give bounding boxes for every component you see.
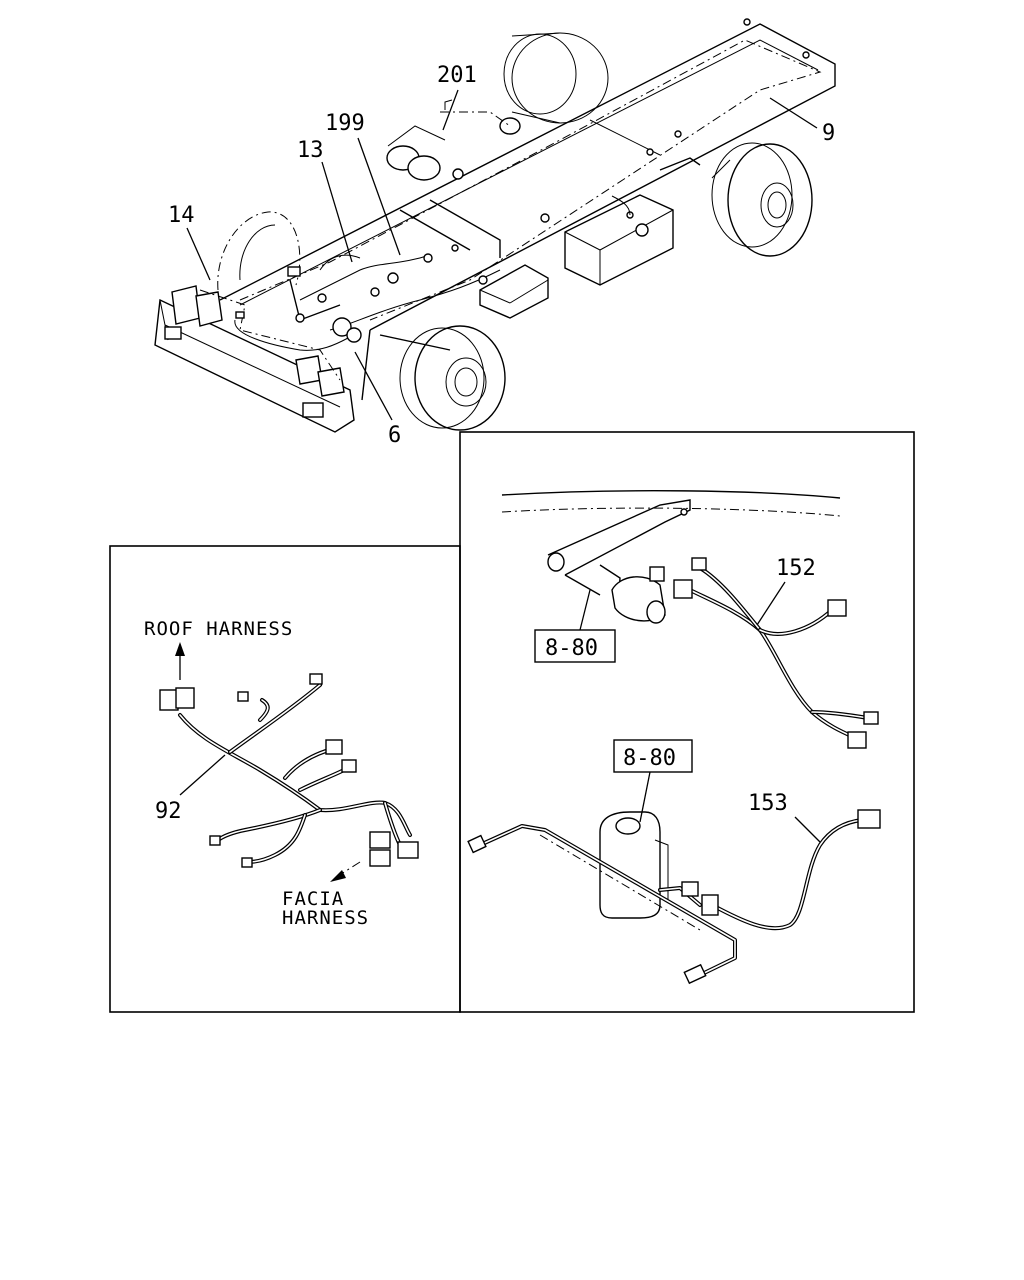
leader-6: [354, 351, 393, 421]
roof-harness-arrow: [175, 642, 185, 680]
washer-tank: [599, 811, 669, 919]
connector-152b: [673, 579, 693, 599]
leader-199: [357, 137, 401, 256]
connector-153c: [857, 809, 881, 829]
connector-92-facia-a: [369, 831, 391, 849]
facia-harness-arrow: [330, 861, 361, 882]
headlamps: [171, 285, 345, 397]
main-harness-line: [239, 39, 822, 321]
connector-92-c: [237, 691, 249, 702]
wiper-motor-assembly: [547, 499, 691, 624]
leader-92: [179, 754, 226, 796]
top-callouts: 201 199 13 14 9 6: [168, 63, 835, 448]
rear-tire-top: [503, 32, 609, 124]
front-tire-front: [399, 325, 506, 431]
callout-6: 6: [388, 423, 401, 448]
roof-harness-label: ROOF HARNESS: [144, 618, 293, 640]
front-tire-back: [217, 211, 301, 291]
leader-153: [794, 816, 821, 843]
leader-ref-upper: [579, 589, 591, 631]
harness-153: [658, 809, 881, 931]
fuel-tank: [564, 194, 674, 286]
connector-152c: [827, 599, 847, 617]
facia-label-line2: HARNESS: [282, 907, 369, 929]
connector-92-facia-c: [397, 841, 419, 859]
ref-upper-label: 8-80: [545, 636, 598, 661]
leader-ref-lower: [639, 771, 651, 823]
leader-13: [321, 161, 353, 263]
callout-153: 153: [748, 791, 788, 816]
callout-13: 13: [297, 138, 324, 163]
leader-201: [442, 89, 459, 131]
left-panel: ROOF HARNESS: [109, 545, 461, 1013]
left-panel-frame: [109, 545, 461, 1013]
leader-14: [186, 227, 211, 281]
connector-153b: [701, 894, 719, 916]
connector-153a: [681, 881, 699, 897]
rear-tire-right: [711, 142, 813, 257]
facia-label-line1: FACIA: [282, 888, 344, 910]
leader-152: [756, 581, 786, 626]
ref-box-upper: 8-80: [534, 589, 616, 663]
callout-201: 201: [437, 63, 477, 88]
connector-92-facia-b: [369, 849, 391, 867]
connector-152e: [847, 731, 867, 749]
right-panel: 152 8-80: [459, 431, 915, 1013]
connector-92-h: [241, 857, 253, 868]
washer-hose: [467, 824, 737, 985]
callout-152: 152: [776, 556, 816, 581]
ref-box-lower: 8-80: [613, 739, 693, 823]
connector-92-f: [341, 759, 357, 773]
ref-lower-label: 8-80: [623, 746, 676, 771]
air-tanks: [386, 99, 521, 181]
harness-152: [673, 557, 879, 749]
callout-92: 92: [155, 799, 182, 824]
battery-box: [479, 264, 549, 319]
connector-92-e: [325, 739, 343, 755]
connector-92-roof-b: [175, 687, 195, 709]
connector-92-d: [309, 673, 323, 685]
callout-9: 9: [822, 121, 835, 146]
callout-14: 14: [168, 203, 195, 228]
connector-92-g: [209, 835, 221, 846]
front-harness: [199, 18, 810, 381]
leader-9: [769, 97, 818, 129]
chassis-illustration: 201 199 13 14 9 6: [154, 18, 836, 448]
callout-199: 199: [325, 111, 365, 136]
frame-rails: [219, 23, 836, 401]
connector-152a: [691, 557, 707, 571]
harness-92: [159, 673, 419, 868]
connector-152d: [863, 711, 879, 725]
right-panel-frame: [459, 431, 915, 1013]
